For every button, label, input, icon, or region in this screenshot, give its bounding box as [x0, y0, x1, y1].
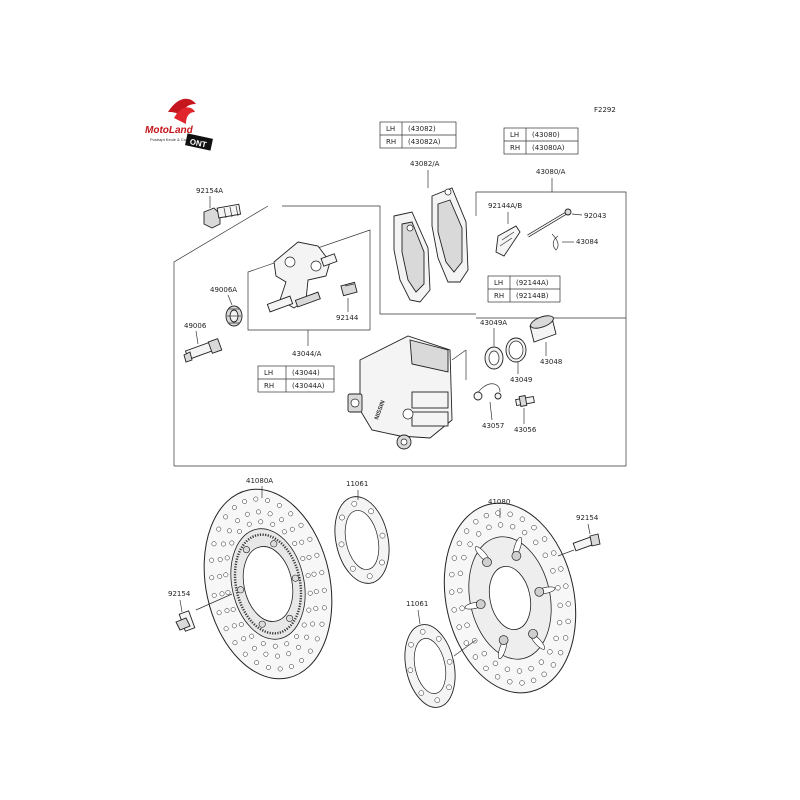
piston-43048: [529, 315, 557, 343]
logo-brand: MotoLand: [145, 125, 194, 136]
callout-43049: 43049: [510, 376, 532, 384]
pad-spring-92144AB: [495, 225, 521, 257]
callout-43044A: 43044/A: [292, 350, 322, 358]
table-cell: RH: [264, 382, 274, 390]
callout-43080A: 43080/A: [536, 168, 566, 176]
callout-92144: 92144: [336, 314, 359, 322]
shim-11061-right: [404, 624, 456, 708]
callout-43048: 43048: [540, 358, 562, 366]
caliper-assembly-frame: [173, 191, 627, 467]
table-cell: (43080): [532, 131, 560, 139]
seal-43049A: [484, 346, 504, 370]
table-43044: LH (43044) RH (43044A): [257, 365, 335, 393]
brake-disc-41080A: [203, 488, 333, 680]
table-cell: (92144B): [516, 292, 549, 300]
callout-43082A: 43082/A: [410, 160, 440, 168]
bleeder-cap-43057: [473, 383, 502, 401]
brake-pads-43082: [393, 187, 469, 303]
callout-43056: 43056: [514, 426, 537, 434]
table-cell: (43044): [292, 369, 320, 377]
table-cell: LH: [264, 369, 273, 377]
table-cell: RH: [494, 292, 504, 300]
table-cell: (92144A): [516, 279, 549, 287]
table-cell: RH: [386, 138, 396, 146]
table-cell: LH: [494, 279, 503, 287]
table-cell: (43044A): [292, 382, 325, 390]
callout-41080: 41080: [488, 498, 510, 506]
bolt-92154-left: [175, 610, 196, 632]
pad-pin-92043: [527, 208, 572, 238]
table-cell: LH: [510, 131, 519, 139]
pin-49006: [183, 338, 223, 363]
table-cell: RH: [510, 144, 520, 152]
seal-43049: [505, 337, 527, 363]
callout-92144AB: 92144A/B: [488, 202, 522, 210]
brand-logo: MotoLand Pusbapt Keule & Co ONT: [145, 98, 213, 151]
bolt-92154-right: [572, 533, 601, 552]
pad-spring-92144: [340, 281, 358, 297]
logo-tagline: Pusbapt Keule & Co: [150, 137, 187, 142]
diagram-id: F2292: [594, 106, 616, 114]
table-43082: LH (43082) RH (43082A): [379, 121, 457, 149]
caliper-bracket-43044: [266, 241, 338, 313]
table-cell: (43082): [408, 125, 436, 133]
clip-43084: [551, 233, 559, 251]
callout-11061-right: 11061: [406, 600, 428, 608]
logo-suffix: ONT: [189, 137, 207, 149]
bolt-92154A: [203, 203, 242, 229]
table-cell: (43080A): [532, 144, 565, 152]
callout-92154A: 92154A: [196, 187, 223, 195]
brake-disc-41080: [443, 502, 577, 694]
callout-92154-left: 92154: [168, 590, 191, 598]
callout-49006: 49006: [184, 322, 207, 330]
callout-43057: 43057: [482, 422, 504, 430]
callout-92043: 92043: [584, 212, 606, 220]
callout-41080A: 41080A: [246, 477, 273, 485]
callout-49006A: 49006A: [210, 286, 237, 294]
callout-43049A: 43049A: [480, 319, 507, 327]
table-cell: (43082A): [408, 138, 441, 146]
callout-43084: 43084: [576, 238, 599, 246]
table-cell: LH: [386, 125, 395, 133]
callout-11061-left: 11061: [346, 480, 368, 488]
boot-49006A: [225, 305, 243, 327]
shim-11061-left: [334, 496, 390, 584]
bleeder-valve-43056: [515, 395, 535, 407]
callout-92154-right: 92154: [576, 514, 599, 522]
caliper-body: NISSIN: [347, 335, 453, 450]
table-43080: LH (43080) RH (43080A): [503, 127, 579, 155]
table-92144: LH (92144A) RH (92144B): [487, 275, 561, 303]
